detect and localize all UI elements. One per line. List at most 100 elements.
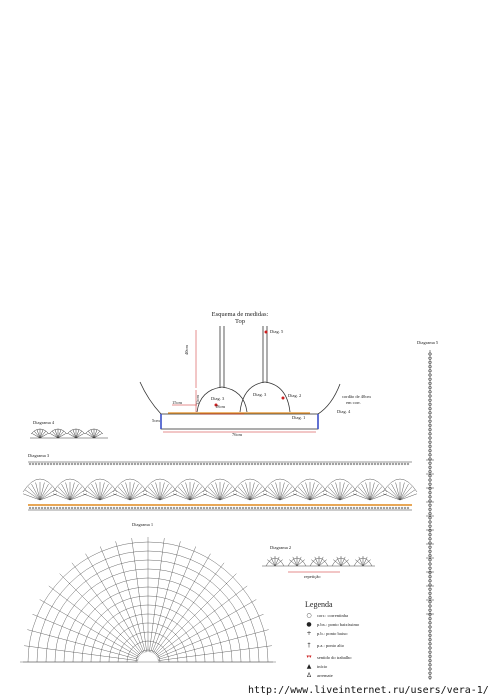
chain-stitch (280, 506, 284, 510)
chain-stitch (301, 506, 305, 510)
fan-stitch (249, 486, 263, 501)
fan-stitch (69, 486, 83, 501)
chain-stitch (196, 506, 200, 510)
chain-stitch (91, 462, 95, 466)
chain-stitch (73, 506, 77, 510)
chain-stitch (292, 462, 296, 466)
scallop-stitch (336, 556, 342, 567)
chain-stitch (428, 587, 432, 591)
chain-stitch (136, 506, 140, 510)
fan-stitch (129, 482, 135, 501)
chain-stitch (271, 506, 275, 510)
chain-stitch (367, 462, 371, 466)
chain-stitch (61, 506, 65, 510)
chain-stitch (376, 506, 380, 510)
chain-stitch (55, 462, 59, 466)
chain-stitch (199, 506, 203, 510)
watermark-url[interactable]: http://www.liveinternet.ru/users/vera-1/ (248, 685, 489, 696)
chain-stitch (94, 506, 98, 510)
chain-stitch (214, 462, 218, 466)
fan-stitch (65, 482, 71, 501)
chain-stitch (82, 462, 86, 466)
chain-stitch (373, 506, 377, 510)
chain-stitch (103, 462, 107, 466)
chain-stitch (34, 506, 38, 510)
fan-stitch (39, 489, 56, 501)
fan-stitch (305, 482, 311, 501)
chain-stitch (271, 462, 275, 466)
fan-stitch (159, 489, 176, 501)
scallop-stitch (318, 556, 324, 567)
chain-stitch (428, 545, 432, 549)
fan-stitch (24, 489, 41, 501)
chain-stitch (428, 507, 432, 511)
chain-stitch (428, 575, 432, 579)
chain-stitch (100, 506, 104, 510)
chain-stitch (238, 506, 242, 510)
chain-stitch (97, 506, 101, 510)
legend-text: sentido do trabalho (317, 655, 352, 660)
fan-stitch (69, 493, 87, 501)
radial-stitch (157, 614, 264, 659)
start-icon: ▲ (306, 663, 312, 670)
label-cordao-2: em corr. (346, 400, 361, 405)
chain-stitch (46, 506, 50, 510)
chain-stitch (343, 462, 347, 466)
fan-stitch (39, 482, 45, 501)
fan-stitch (395, 482, 401, 501)
top-schematic (139, 326, 341, 433)
fan-stitch (88, 430, 95, 439)
fan-stitch (309, 482, 315, 501)
chain-stitch (428, 465, 432, 469)
chain-stitch (400, 462, 404, 466)
chain-stitch (322, 462, 326, 466)
chain-stitch (280, 462, 284, 466)
fan-arc (202, 478, 238, 493)
fan-stitch (69, 483, 79, 501)
top-schema-title-line2: Top (234, 318, 246, 325)
chain-stitch (325, 506, 329, 510)
fan-arc (292, 478, 328, 493)
chain-stitch (88, 506, 92, 510)
fan-stitch (57, 486, 71, 501)
chain-stitch (85, 462, 89, 466)
chain-stitch (331, 462, 335, 466)
chain-stitch (428, 503, 432, 507)
chain-stitch (31, 506, 35, 510)
chain-stitch (124, 462, 128, 466)
fan-stitch (32, 433, 41, 439)
radial-stitch (155, 585, 248, 657)
chain-stitch (130, 462, 134, 466)
fan-stitch (241, 483, 251, 501)
chain-stitch (244, 506, 248, 510)
fan-arc (22, 478, 58, 493)
fan-stitch (279, 483, 289, 501)
chain-stitch (428, 440, 432, 444)
chain-stitch (103, 506, 107, 510)
chain-stitch (428, 444, 432, 448)
fan-stitch (219, 482, 225, 501)
chain-stitch (55, 506, 59, 510)
chain-stitch (64, 506, 68, 510)
chain-stitch (391, 462, 395, 466)
chain-stitch (199, 462, 203, 466)
fan-stitch (99, 482, 105, 501)
fan-stitch (75, 429, 80, 439)
chain-stitch (187, 462, 191, 466)
chain-stitch (349, 462, 353, 466)
fan-stitch (39, 483, 49, 501)
chain-stitch (340, 462, 344, 466)
fan-stitch (34, 430, 41, 439)
diag3-marker (281, 396, 285, 400)
fan-stitch (69, 489, 86, 501)
chain-stitch (367, 506, 371, 510)
fan-stitch (399, 489, 416, 501)
chain-stitch (58, 506, 62, 510)
chain-stitch (322, 506, 326, 510)
chain-stitch (346, 506, 350, 510)
chain-stitch (268, 462, 272, 466)
chain-stitch (292, 506, 296, 510)
fan-stitch (61, 483, 71, 501)
chain-stitch (121, 462, 125, 466)
chain-stitch (428, 402, 432, 406)
